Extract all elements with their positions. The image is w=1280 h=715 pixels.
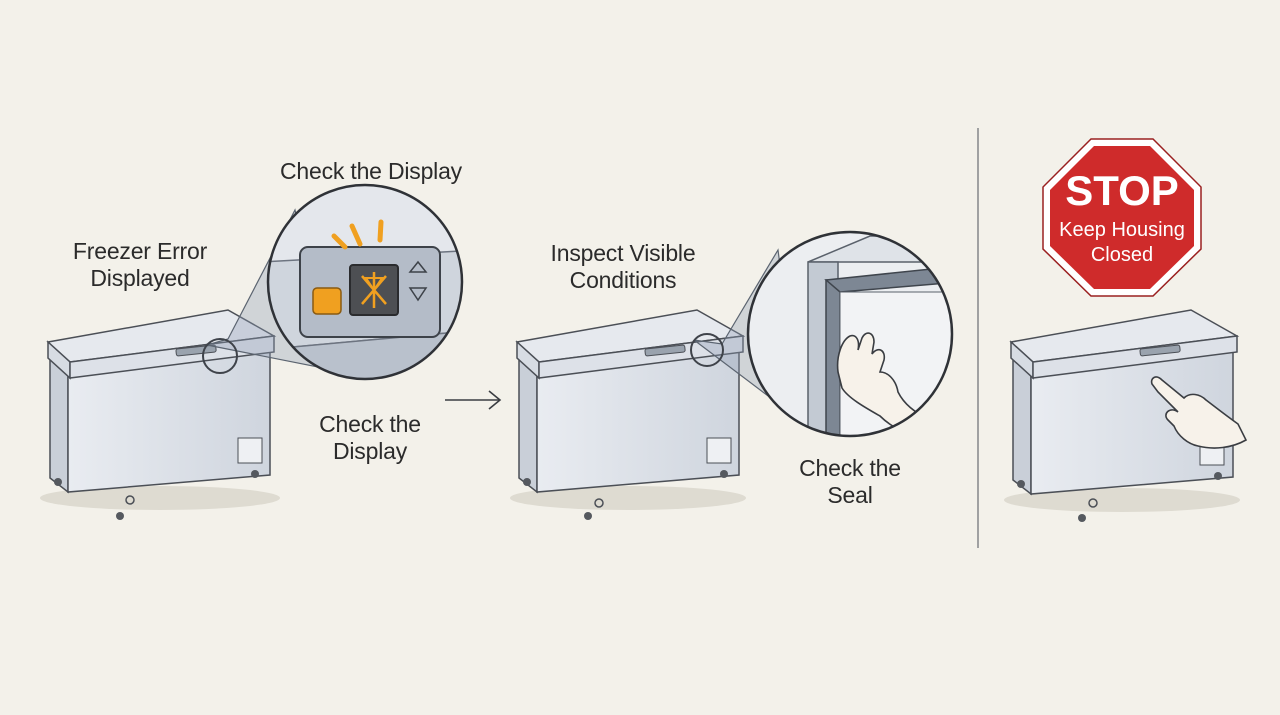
stop-line-2: Closed — [1090, 244, 1154, 266]
step1-title: Freezer Error Displayed — [72, 238, 208, 291]
check-display-callout-top: Check the Display — [280, 158, 462, 184]
chest-freezer-1 — [40, 309, 280, 520]
hand-icon — [836, 332, 931, 436]
next-step-arrow-icon — [445, 390, 502, 410]
orange-indicator-light — [312, 287, 342, 315]
step2-title: Inspect Visible Conditions — [550, 240, 696, 293]
arrow-down-icon — [408, 287, 428, 302]
stop-sign — [1042, 138, 1202, 297]
check-display-callout-bottom: Check the Display — [319, 411, 421, 464]
alert-sparks-icon — [331, 219, 384, 250]
stop-word: STOP — [1065, 167, 1179, 214]
chest-freezer-2 — [510, 309, 746, 520]
stop-line-1: Keep Housing — [1059, 219, 1185, 241]
check-seal-callout: Check the Seal — [799, 455, 901, 508]
chest-freezer-3 — [1004, 309, 1248, 522]
pointing-hand-icon — [1150, 376, 1248, 449]
seal-zoom-circle — [746, 230, 954, 438]
arrow-up-icon — [408, 260, 428, 273]
